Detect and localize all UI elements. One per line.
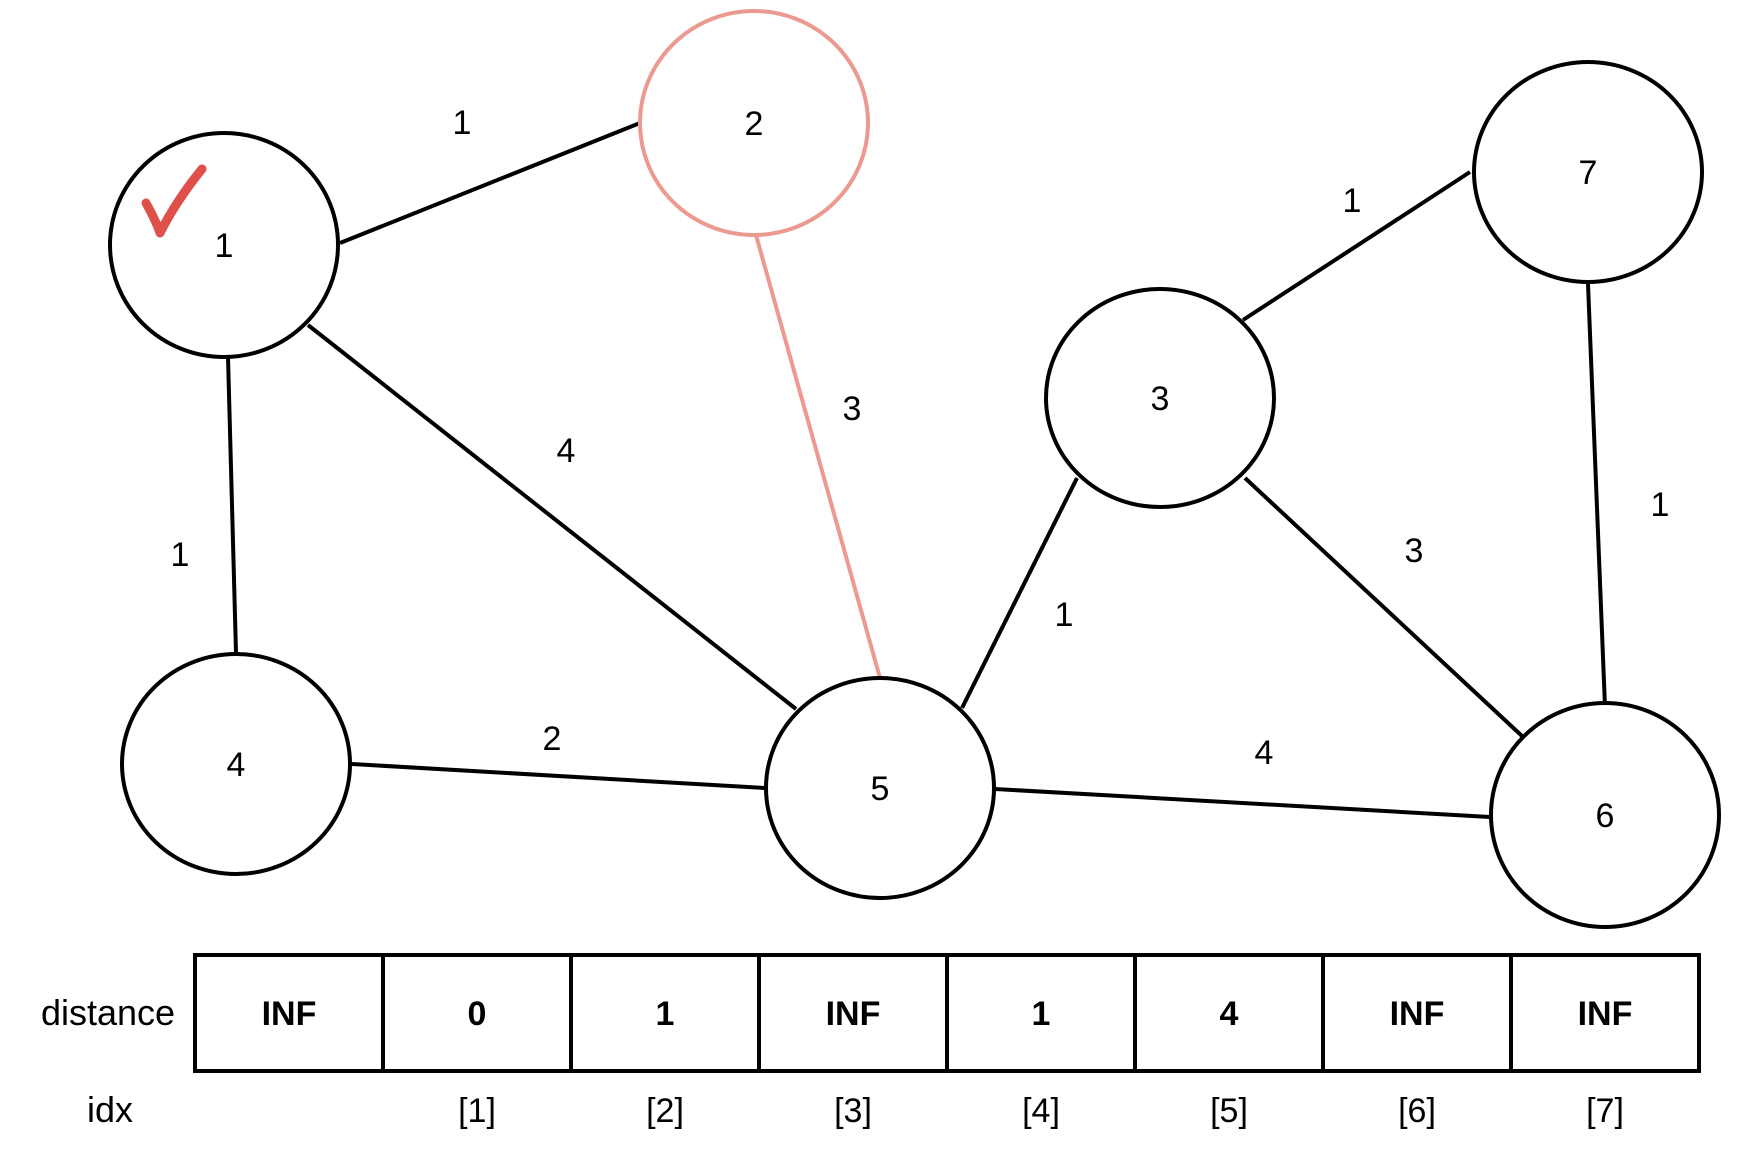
index-label-5: [5] [1210,1092,1248,1130]
distance-table: distance INF 0 [1] 1 [2] INF [3] 1 [4] 4 [5] INF [6] I… [41,953,1701,1130]
node-circle-4 [120,652,352,876]
edge-5-6 [994,787,1491,819]
node-label-4: 4 [227,746,246,784]
nodes-layer: 1 2 3 4 5 6 7 [108,9,1721,929]
edge-weight-1-4: 1 [171,536,190,574]
edge-3-7 [1241,170,1472,322]
distance-value-1: 0 [468,995,487,1033]
distance-value-7: INF [1578,995,1633,1033]
edge-4-5 [351,762,766,790]
edge-5-3 [960,477,1079,709]
node-label-3: 3 [1151,380,1170,418]
checkmark-icon [141,164,207,238]
idx-row-label: idx [87,1089,133,1130]
distance-value-0: INF [262,995,317,1033]
edge-weight-2-5: 3 [843,390,862,428]
node-circle-1 [108,131,340,359]
node-5: 5 [764,676,996,900]
distance-row-label: distance [41,992,175,1033]
node-circle-3 [1044,287,1276,509]
node-label-1: 1 [215,227,234,265]
node-label-2: 2 [745,105,764,143]
node-3: 3 [1044,287,1276,509]
node-7: 7 [1472,60,1704,284]
edge-weight-3-7: 1 [1343,182,1362,220]
edge-weight-1-2: 1 [453,104,472,142]
index-label-1: [1] [458,1092,496,1130]
distance-cell-0 [193,953,385,1073]
edge-2-5 [754,234,882,679]
edge-weight-7-6: 1 [1651,486,1670,524]
node-circle-6 [1489,701,1721,929]
node-6: 6 [1489,701,1721,929]
edge-weight-3-6: 3 [1405,532,1424,570]
edge-1-5 [306,323,798,711]
distance-value-4: 1 [1032,995,1051,1033]
distance-cell-4 [945,953,1137,1073]
distance-value-2: 1 [656,995,675,1033]
edge-labels-layer: 1 1 4 3 2 1 4 1 3 1 [171,104,1670,772]
index-label-3: [3] [834,1092,872,1130]
edge-weight-1-5: 4 [557,432,576,470]
node-4: 4 [120,652,352,876]
distance-cell-6 [1321,953,1513,1073]
edges-layer [226,121,1607,819]
distance-cell-2 [569,953,761,1073]
index-label-7: [7] [1586,1092,1624,1130]
distance-value-6: INF [1390,995,1445,1033]
edge-1-4 [226,356,238,654]
edge-7-6 [1586,283,1607,708]
distance-value-3: INF [826,995,881,1033]
distance-cell-7 [1509,953,1701,1073]
distance-cell-3 [757,953,949,1073]
distance-value-5: 4 [1220,995,1239,1033]
index-label-6: [6] [1398,1092,1436,1130]
node-label-7: 7 [1579,154,1598,192]
node-1: 1 [108,131,340,359]
node-label-5: 5 [871,770,890,808]
edge-1-2 [339,121,641,245]
edge-weight-4-5: 2 [543,720,562,758]
distance-cell-1 [381,953,573,1073]
index-label-2: [2] [646,1092,684,1130]
node-label-6: 6 [1596,797,1615,835]
edge-weight-5-6: 4 [1255,734,1274,772]
edge-3-6 [1243,476,1524,738]
index-label-4: [4] [1022,1092,1060,1130]
node-circle-7 [1472,60,1704,284]
node-circle-2 [638,9,870,237]
edge-weight-5-3: 1 [1055,596,1074,634]
distance-cell-5 [1133,953,1325,1073]
node-circle-5 [764,676,996,900]
node-2: 2 [638,9,870,237]
